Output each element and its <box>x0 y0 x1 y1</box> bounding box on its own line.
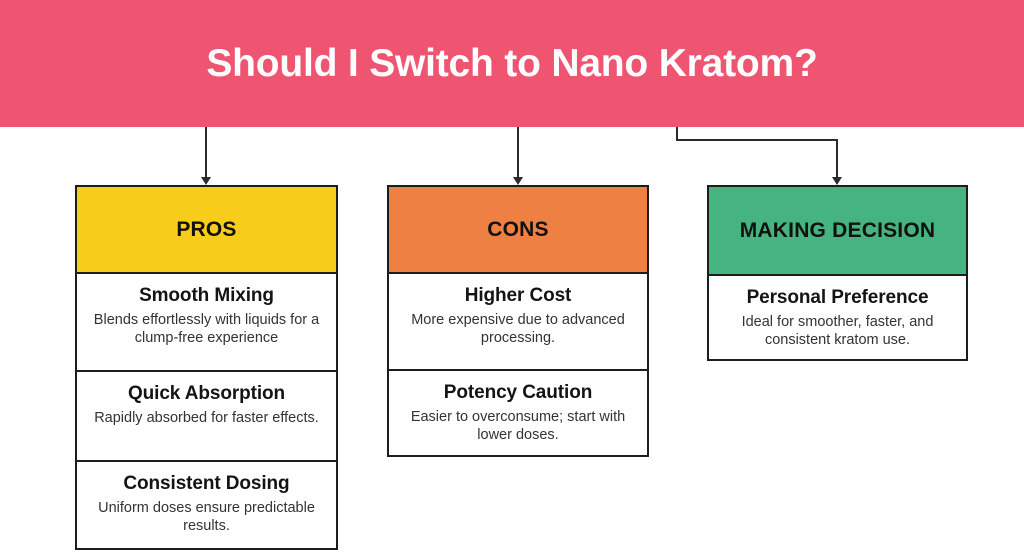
connector-pros-arrowhead-icon <box>201 177 211 185</box>
pros-item-2: Quick Absorption Rapidly absorbed for fa… <box>75 372 338 462</box>
pros-item-2-title: Quick Absorption <box>127 383 286 404</box>
pros-item-3-description: Uniform doses ensure predictable results… <box>98 499 315 535</box>
cons-item-1: Higher Cost More expensive due to advanc… <box>387 274 649 371</box>
pros-item-1-description: Blends effortlessly with liquids for a c… <box>93 311 320 347</box>
column-cons: CONS Higher Cost More expensive due to a… <box>387 185 649 457</box>
cons-item-1-title: Higher Cost <box>464 285 572 306</box>
cons-item-2: Potency Caution Easier to overconsume; s… <box>387 371 649 457</box>
pros-item-2-description: Rapidly absorbed for faster effects. <box>94 409 319 426</box>
connector-pros-vertical-line <box>205 127 207 179</box>
pros-item-1: Smooth Mixing Blends effortlessly with l… <box>75 274 338 372</box>
cons-item-2-title: Potency Caution <box>443 382 593 403</box>
decision-item-1-title: Personal Preference <box>746 287 929 308</box>
cons-header-card: CONS <box>387 185 649 274</box>
connector-decision-arrowhead-icon <box>832 177 842 185</box>
cons-header-label: CONS <box>487 218 549 241</box>
column-pros: PROS Smooth Mixing Blends effortlessly w… <box>75 185 338 550</box>
connector-decision-vertical-line <box>836 139 838 179</box>
decision-header-card: MAKING DECISION <box>707 185 968 276</box>
decision-header-label: MAKING DECISION <box>739 219 936 242</box>
page-title: Should I Switch to Nano Kratom? <box>206 42 818 85</box>
connector-cons-arrowhead-icon <box>513 177 523 185</box>
header-banner: Should I Switch to Nano Kratom? <box>0 0 1024 127</box>
pros-item-1-title: Smooth Mixing <box>139 285 274 306</box>
cons-item-2-description: Easier to overconsume; start with lower … <box>410 408 626 444</box>
connector-decision-stub-line <box>676 127 678 141</box>
pros-header-card: PROS <box>75 185 338 274</box>
cons-item-1-description: More expensive due to advanced processin… <box>411 311 625 347</box>
pros-header-label: PROS <box>176 218 237 241</box>
column-decision: MAKING DECISION Personal Preference Idea… <box>707 185 968 361</box>
pros-item-3-title: Consistent Dosing <box>123 473 290 494</box>
connector-cons-vertical-line <box>517 127 519 179</box>
connector-decision-horizontal-line <box>676 139 838 141</box>
decision-item-1-description: Ideal for smoother, faster, and consiste… <box>741 313 934 349</box>
pros-item-3: Consistent Dosing Uniform doses ensure p… <box>75 462 338 550</box>
decision-item-1: Personal Preference Ideal for smoother, … <box>707 276 968 361</box>
